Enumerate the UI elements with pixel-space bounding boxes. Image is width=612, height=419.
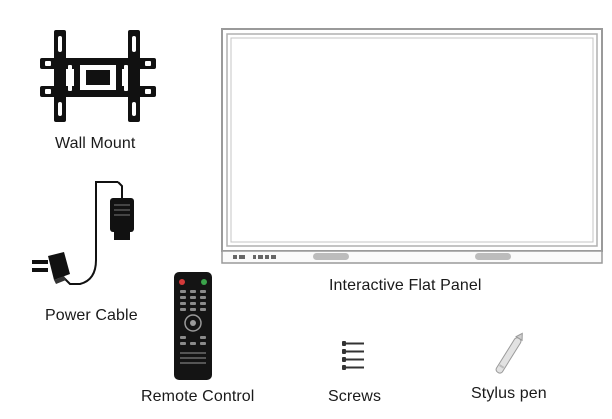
power-cable-item — [30, 176, 140, 296]
interactive-flat-panel-icon — [221, 28, 603, 264]
stylus-pen-icon — [495, 332, 523, 374]
flat-panel-item — [221, 28, 603, 264]
wall-mount-bracket-icon — [40, 30, 156, 122]
wall-mount-item — [36, 28, 160, 124]
screws-item — [340, 339, 366, 373]
remote-control-icon — [174, 272, 212, 380]
remote-control-label: Remote Control — [141, 388, 255, 405]
remote-control-item — [172, 270, 214, 382]
wall-mount-label: Wall Mount — [55, 135, 136, 152]
power-cable-label: Power Cable — [45, 307, 138, 324]
screws-icon — [342, 341, 364, 370]
flat-panel-label: Interactive Flat Panel — [329, 277, 482, 294]
power-cable-icon — [32, 181, 134, 285]
stylus-pen-label: Stylus pen — [471, 385, 547, 402]
screws-label: Screws — [328, 388, 382, 405]
stylus-pen-item — [486, 326, 534, 382]
